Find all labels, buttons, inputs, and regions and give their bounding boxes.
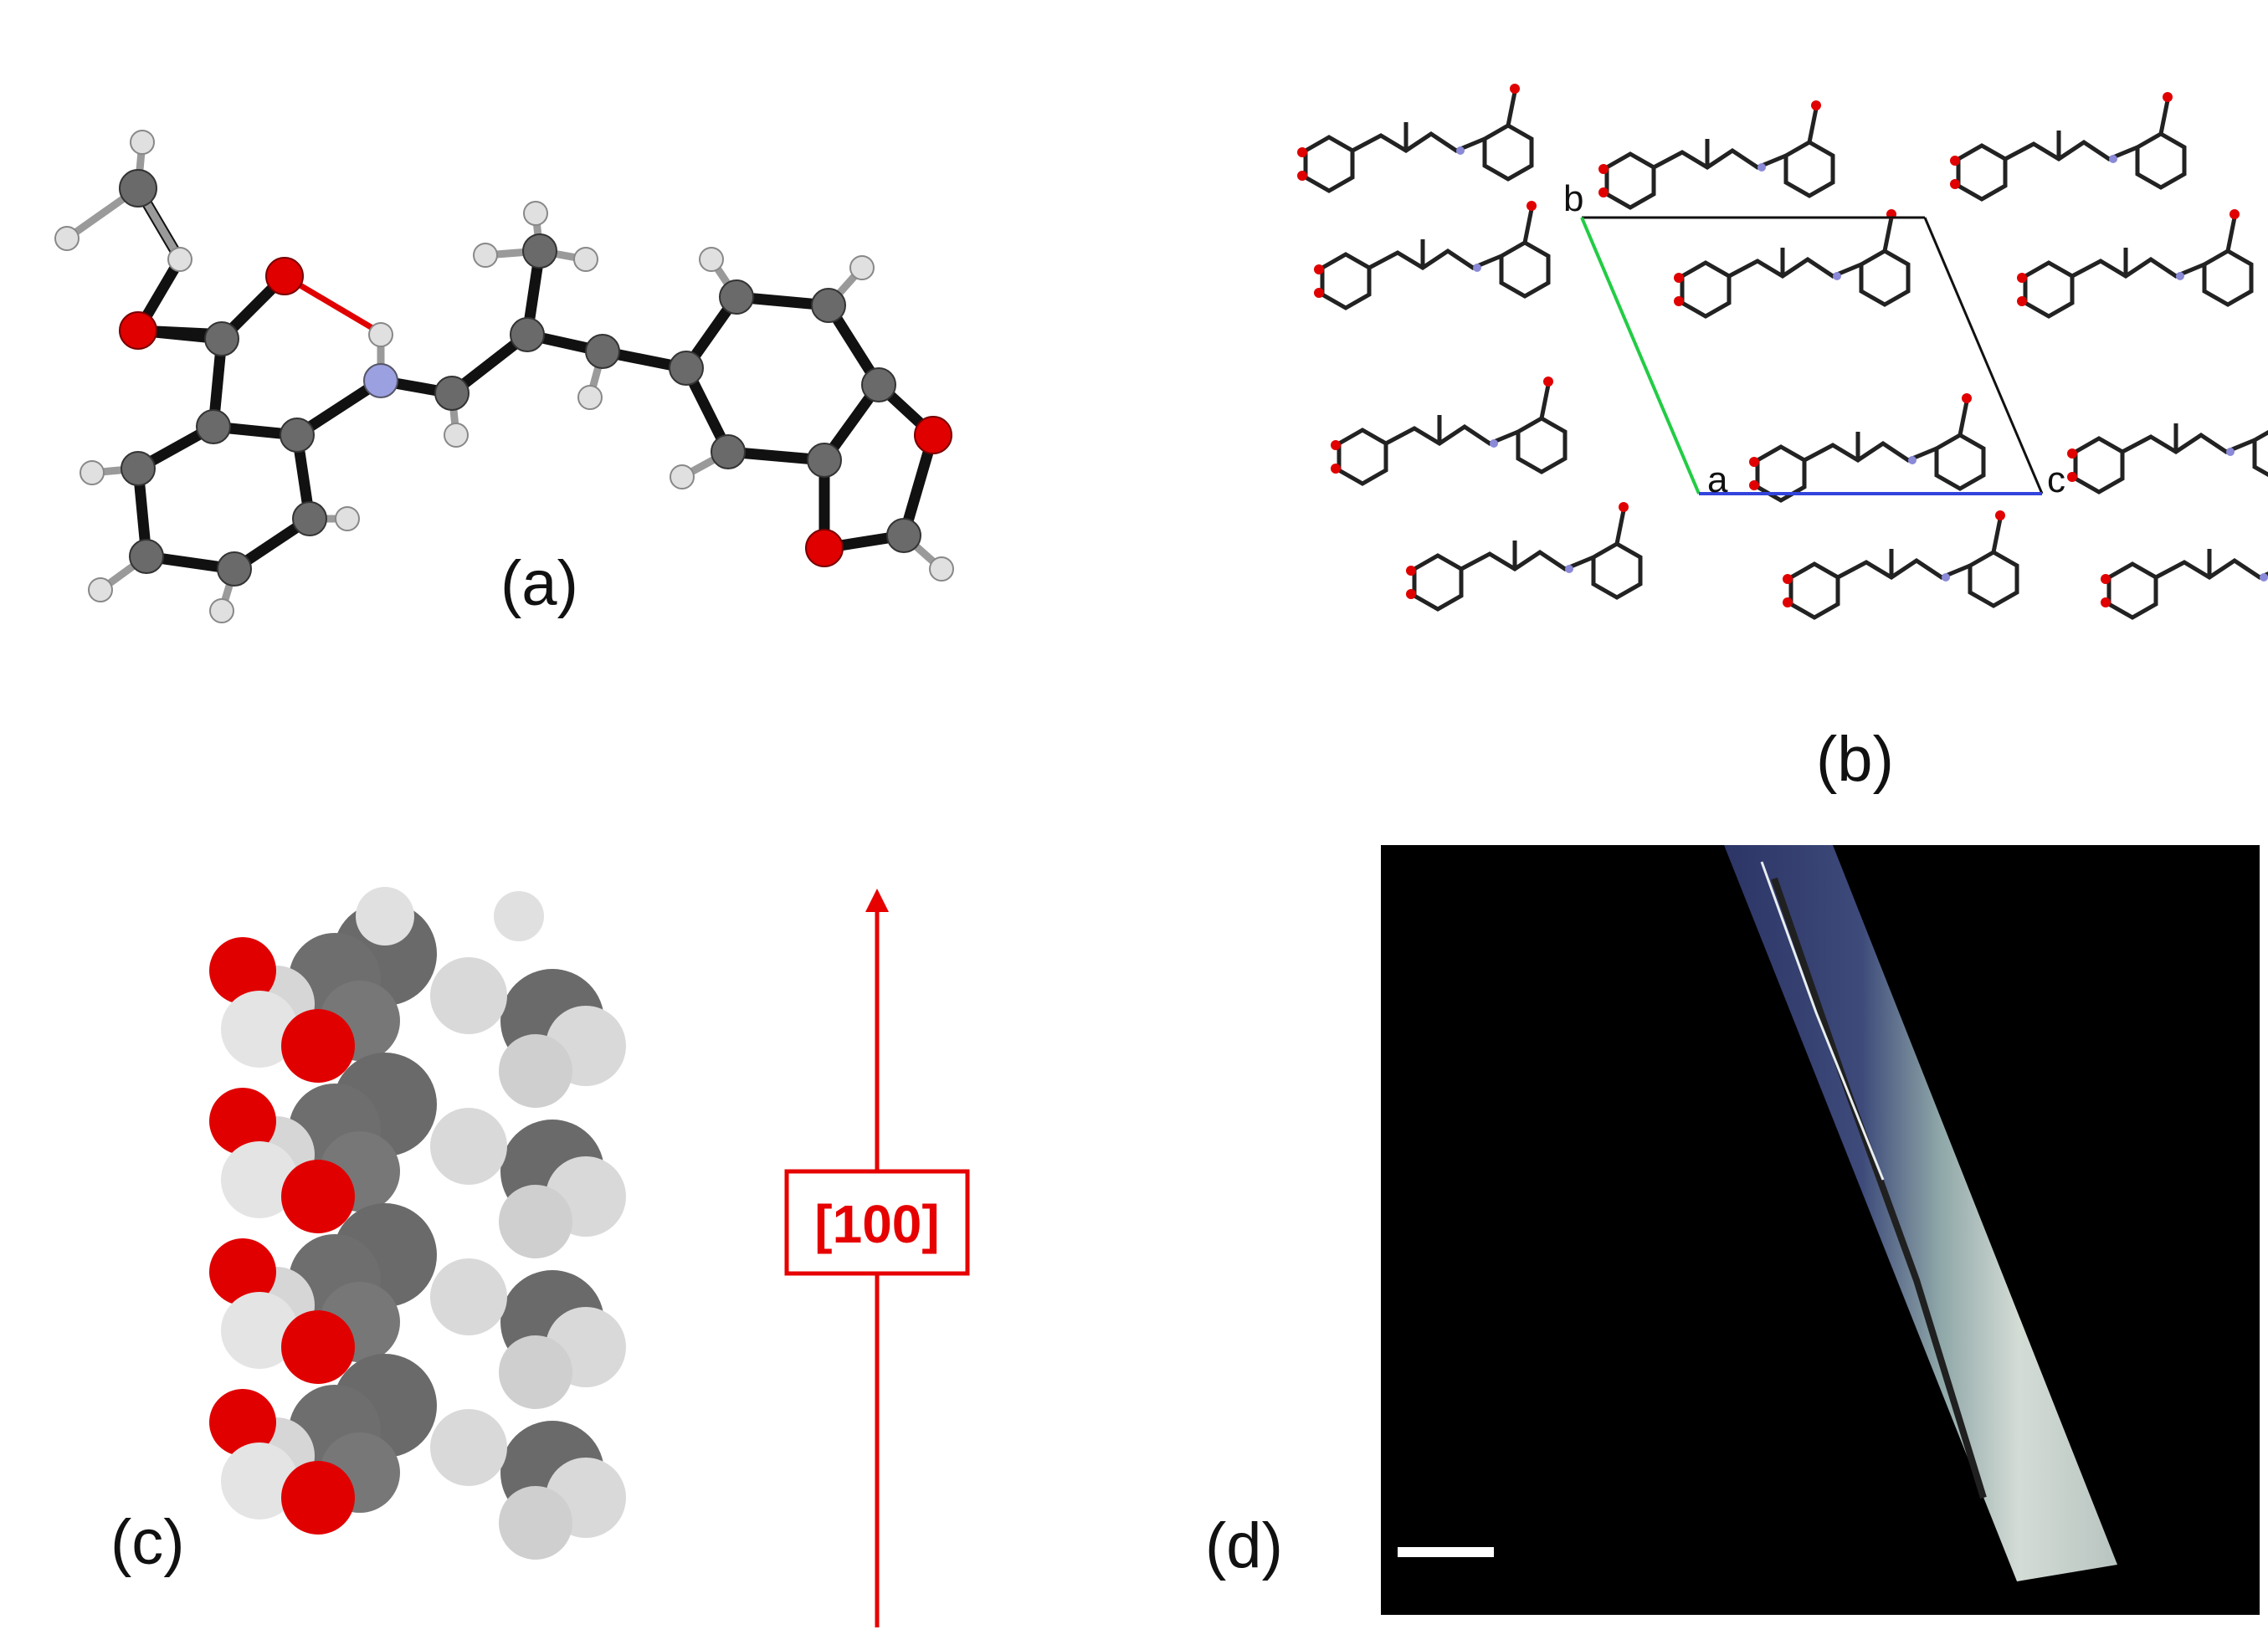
- panel-a-label: (a): [500, 548, 578, 619]
- direction-label: [100]: [814, 1194, 939, 1254]
- axis-a-line: [1580, 217, 1701, 494]
- panel-a-molecule: (a): [0, 0, 1004, 636]
- molecule-row-3: [1331, 377, 2268, 500]
- panel-d-micrograph: (d): [1205, 837, 2268, 1650]
- panel-d-label: (d): [1205, 1510, 1283, 1581]
- panel-c-stack: [100] (c): [84, 870, 1046, 1650]
- panel-b-packing: b a c (b): [1289, 25, 2268, 812]
- direction-arrow: [784, 889, 970, 1627]
- axis-label-b: b: [1563, 178, 1583, 219]
- molecule-row-4: [1406, 502, 2268, 617]
- molecule-ball-stick: [54, 130, 954, 623]
- space-filling-stack: [100]: [209, 887, 970, 1627]
- crystal-packing-diagram: b a c: [1289, 25, 2268, 694]
- direction-label-box: [784, 1169, 970, 1276]
- molecule-row-1: [1297, 84, 2184, 208]
- panel-b-label: (b): [1816, 724, 1894, 795]
- unit-cell: [1580, 216, 2044, 495]
- axis-label-c: c: [2047, 459, 2065, 500]
- panel-c-label: (c): [110, 1507, 185, 1578]
- crystal-micrograph: [1381, 845, 2260, 1615]
- axis-label-a: a: [1707, 459, 1728, 500]
